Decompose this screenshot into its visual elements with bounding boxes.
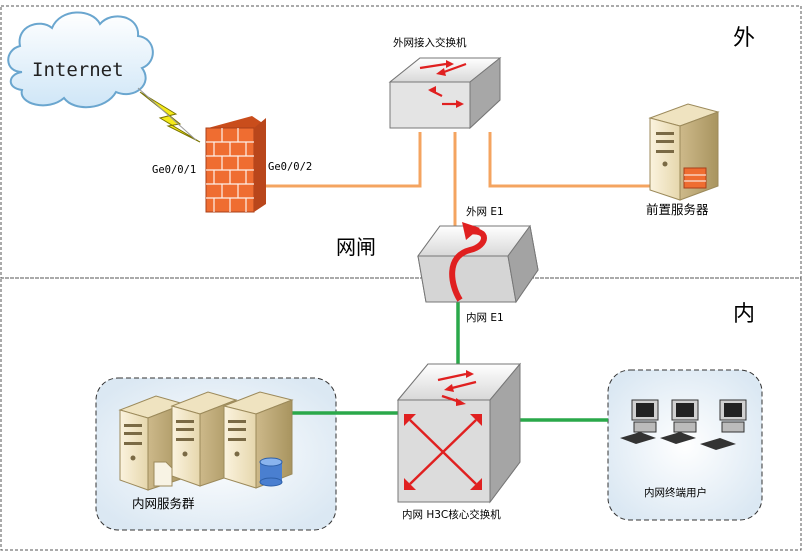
server-group-label: 内网服务群 [132,496,195,511]
gateway-icon [417,222,539,304]
server-group-icon [118,391,294,491]
inner-links [292,302,608,422]
firewall-to-switch-link [262,132,422,188]
internet-label: Internet [32,59,124,81]
switch-to-server-link [488,132,660,188]
gateway-zone-label: 网闸 [336,235,376,259]
terminal-2-icon [660,399,699,444]
firewall-icon [205,116,266,213]
firewall-port-left: Ge0/0/1 [152,164,197,176]
database-icon [259,457,283,487]
outer-switch-icon [388,56,502,130]
terminal-group-icon [620,399,747,450]
inner-zone-frame [0,277,802,551]
front-server-label: 前置服务器 [646,202,709,217]
outer-links [262,132,660,228]
wan-link [137,87,197,141]
server-3-icon [222,391,294,489]
gateway-inner-port: 内网 E1 [466,312,504,324]
outer-zone-label: 外 [733,26,756,51]
outer-switch-label: 外网接入交换机 [393,37,467,49]
inner-zone-label: 内 [733,302,756,327]
gateway-outer-port: 外网 E1 [466,206,504,218]
core-switch-icon [396,362,522,504]
terminal-group-label: 内网终端用户 [644,487,707,499]
front-server-icon [648,103,720,201]
internet-cloud-icon [7,11,154,109]
core-switch-label: 内网 H3C核心交换机 [402,509,501,521]
terminal-1-icon [620,399,659,444]
terminal-3-icon [700,399,747,450]
firewall-port-right: Ge0/0/2 [268,161,313,173]
